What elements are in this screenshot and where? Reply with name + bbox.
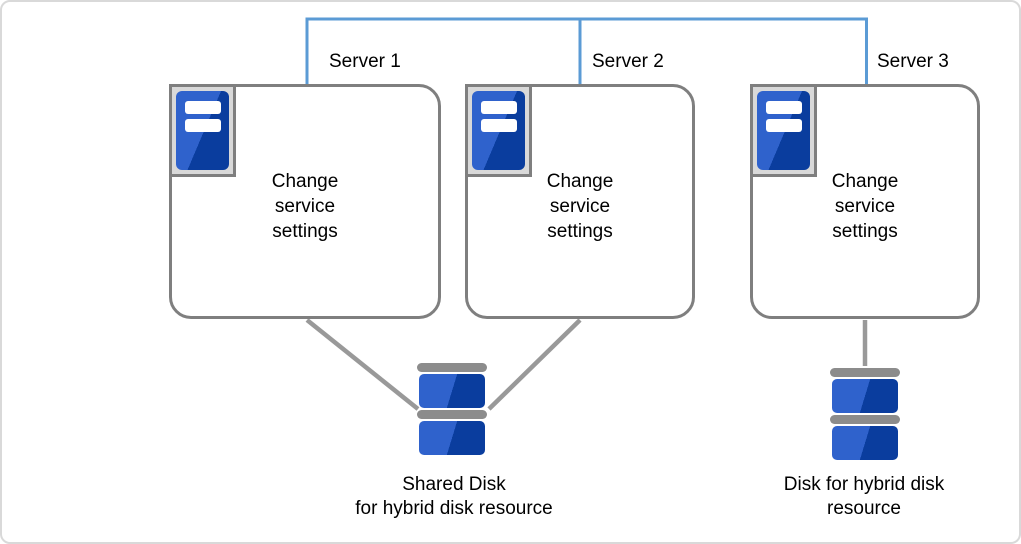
server-slot [481, 101, 517, 114]
disk-platter [419, 374, 485, 408]
server-chassis [472, 91, 525, 170]
disk-bar [830, 415, 900, 424]
server-icon [169, 84, 236, 177]
server-chassis [757, 91, 810, 170]
local-disk-stack-icon [830, 368, 900, 460]
server-icon [750, 84, 817, 177]
server-chassis [176, 91, 229, 170]
disk-platter [832, 379, 898, 413]
connector-server1-shared-disk [305, 318, 420, 411]
server2-body-text: Change service settings [546, 171, 614, 242]
server-icon [465, 84, 532, 177]
disk-bar [417, 363, 487, 372]
server3-body-text: Change service settings [831, 171, 899, 242]
server1-box [169, 84, 441, 319]
server-slot [766, 101, 802, 114]
server-slot [185, 101, 221, 114]
shared-disk-stack-icon [417, 363, 487, 455]
disk-platter [832, 426, 898, 460]
local-disk-caption: Disk for hybrid disk resource [783, 474, 945, 519]
disk-bar [830, 368, 900, 377]
server-slot [185, 119, 221, 132]
server3-label: Server 3 [877, 51, 949, 72]
connector-server2-shared-disk [487, 318, 582, 411]
server2-label: Server 2 [592, 51, 664, 72]
disk-bar [417, 410, 487, 419]
disk-platter [419, 421, 485, 455]
server1-label: Server 1 [329, 51, 401, 72]
server1-body-text: Change service settings [271, 171, 339, 242]
shared-disk-caption: Shared Disk for hybrid disk resource [355, 474, 553, 519]
server-slot [766, 119, 802, 132]
server-slot [481, 119, 517, 132]
